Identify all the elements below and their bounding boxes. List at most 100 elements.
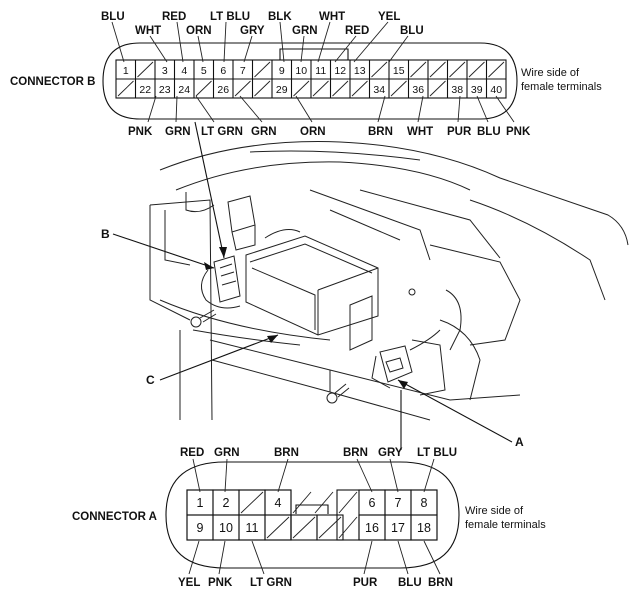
- connector-b-pin-7: 7: [240, 65, 246, 77]
- a-wire-11: LT GRN: [250, 577, 292, 589]
- connector-a-pin-8: 8: [421, 496, 428, 510]
- callout-b-arrow: [204, 262, 214, 270]
- connector-b-pin-29: 29: [276, 84, 288, 96]
- connector-a-hatch: [292, 491, 312, 514]
- connector-a-side-note-line1: Wire side of: [465, 505, 524, 517]
- connector-b-pin-10: 10: [295, 65, 307, 77]
- b-wire-12: RED: [345, 25, 369, 37]
- connector-b-pin-22: 22: [139, 84, 151, 96]
- connector-b-empty-cell: [488, 61, 505, 78]
- connector-a-side-note-line2: female terminals: [465, 519, 546, 531]
- a-wire-6: BRN: [343, 447, 368, 459]
- b-wire-7: GRY: [240, 25, 265, 37]
- connector-b-pin-38: 38: [451, 84, 463, 96]
- connector-a-pin-7: 7: [395, 496, 402, 510]
- connector-b-pin-6: 6: [220, 65, 226, 77]
- a-wire-2: GRN: [214, 447, 240, 459]
- connector-a-leaders: [188, 458, 441, 575]
- connector-a-pin-2: 2: [223, 496, 230, 510]
- callout-b: B: [101, 227, 110, 241]
- connector-a-pin-6: 6: [369, 496, 376, 510]
- connector-a-pin-16: 16: [365, 521, 379, 535]
- connector-a-empty-cell: [292, 516, 316, 539]
- connector-a-hatch: [314, 491, 334, 514]
- connector-b-empty-cell: [195, 80, 212, 97]
- connector-b-pin-4: 4: [181, 65, 187, 77]
- callout-b-leader: [112, 233, 215, 269]
- connector-a-pin-9: 9: [197, 521, 204, 535]
- connector-b-empty-cell: [351, 80, 368, 97]
- connector-a-pin-11: 11: [246, 521, 259, 535]
- connector-b-locator-arrow: [219, 247, 227, 258]
- connector-b-empty-cell: [332, 80, 349, 97]
- a-wire-1: RED: [180, 447, 204, 459]
- connector-b-empty-cell: [449, 61, 466, 78]
- connector-b-pin-23: 23: [159, 84, 171, 96]
- connector-b-pin-34: 34: [373, 84, 385, 96]
- b-wire-15: BLU: [400, 25, 424, 37]
- connector-b-pin-40: 40: [490, 84, 502, 96]
- connector-a-hatch: [338, 516, 358, 539]
- b-wire-38: PUR: [447, 126, 472, 138]
- callout-c: C: [146, 373, 155, 387]
- connector-b-empty-cell: [410, 61, 427, 78]
- callouts: B C A: [101, 121, 524, 450]
- connector-b-pin-15: 15: [393, 65, 405, 77]
- callout-a: A: [515, 435, 524, 449]
- connector-b-pin-26: 26: [217, 84, 229, 96]
- connector-b-title: CONNECTOR B: [10, 76, 95, 88]
- connector-b-empty-cell: [254, 61, 271, 78]
- connector-b-pin-9: 9: [279, 65, 285, 77]
- connector-a-title: CONNECTOR A: [72, 511, 157, 523]
- connector-b-pin-24: 24: [178, 84, 190, 96]
- a-wire-9: YEL: [178, 577, 200, 589]
- connector-b: CONNECTOR B Wire side of female terminal…: [10, 11, 602, 138]
- b-wire-22: PNK: [128, 126, 153, 138]
- connector-a-pin-4: 4: [275, 496, 282, 510]
- callout-c-arrow: [267, 335, 278, 343]
- connector-a-empty-cell: [266, 516, 290, 539]
- connector-b-empty-cell: [371, 61, 388, 78]
- b-wire-11: WHT: [319, 11, 345, 23]
- b-wire-1: BLU: [101, 11, 125, 23]
- connector-a-pin-1: 1: [197, 496, 204, 510]
- b-wire-34: BRN: [368, 126, 393, 138]
- a-wire-4: BRN: [274, 447, 299, 459]
- connector-b-empty-cell: [429, 61, 446, 78]
- connector-b-empty-cell: [429, 80, 446, 97]
- connector-b-pin-12: 12: [334, 65, 346, 77]
- b-wire-36: WHT: [407, 126, 433, 138]
- b-wire-23: GRN: [165, 126, 191, 138]
- a-wire-18: BRN: [428, 577, 453, 589]
- connector-a-pin-18: 18: [417, 521, 431, 535]
- connector-b-pin-39: 39: [471, 84, 483, 96]
- connector-a-hatch: [338, 491, 358, 514]
- connector-b-empty-cell: [293, 80, 310, 97]
- bolt-left: [190, 309, 217, 328]
- a-wire-17: BLU: [398, 577, 422, 589]
- connector-b-side-note-line1: Wire side of: [521, 67, 580, 79]
- connector-b-pin-3: 3: [162, 65, 168, 77]
- connector-b-pin-11: 11: [315, 65, 326, 77]
- b-wire-13: YEL: [378, 11, 400, 23]
- connector-b-empty-cell: [468, 61, 485, 78]
- connector-b-pin-5: 5: [201, 65, 207, 77]
- a-wire-16: PUR: [353, 577, 378, 589]
- connector-a-cell: [410, 514, 438, 541]
- bolt-bottom: [326, 383, 350, 404]
- connector-a-center-block: [290, 515, 360, 541]
- b-wire-4: RED: [162, 11, 186, 23]
- connector-b-pin-36: 36: [412, 84, 424, 96]
- b-wire-39: BLU: [477, 126, 501, 138]
- connector-b-leaders: [111, 21, 515, 123]
- connector-a-pin-10: 10: [219, 521, 233, 535]
- dashboard-illustration: [149, 141, 629, 421]
- connector-b-empty-cell: [312, 80, 329, 97]
- connector-b-empty-cell: [117, 80, 134, 97]
- a-wire-7: GRY: [378, 447, 403, 459]
- connector-a-latch: [295, 504, 329, 514]
- connector-b-housing: [102, 42, 518, 120]
